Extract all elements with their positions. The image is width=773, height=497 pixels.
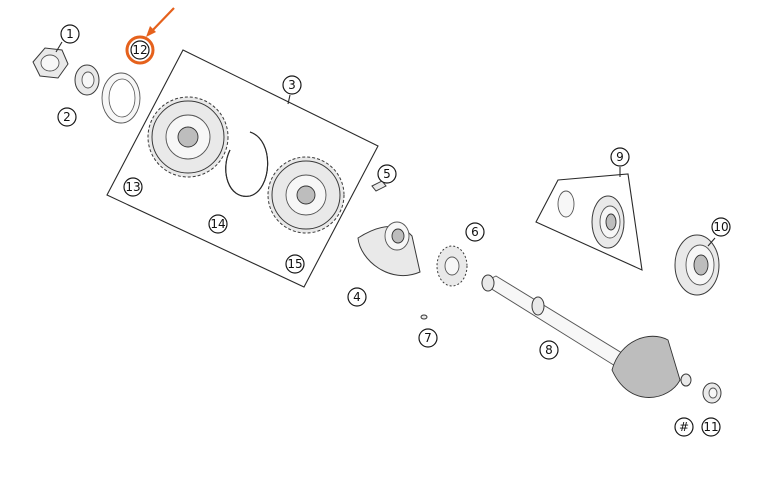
group-outline-3 <box>106 49 379 288</box>
part-small-gear <box>436 245 468 287</box>
svg-text:4: 4 <box>353 290 361 304</box>
arrow-down-left-icon <box>146 7 175 37</box>
callout-11: 11 <box>701 417 721 437</box>
part-key <box>371 180 387 192</box>
callout-6: 6 <box>465 222 485 242</box>
part-thin-ring <box>101 72 141 124</box>
leader-3 <box>287 94 291 105</box>
callout-10: 10 <box>711 217 731 237</box>
svg-text:#: # <box>679 420 689 434</box>
part-spring-ring <box>225 131 269 197</box>
svg-text:12: 12 <box>132 43 147 57</box>
svg-text:9: 9 <box>616 150 624 164</box>
part-washer-small <box>74 64 100 96</box>
callout-3: 3 <box>282 75 302 95</box>
svg-text:1: 1 <box>66 27 74 41</box>
svg-text:10: 10 <box>713 220 728 234</box>
leader-1 <box>55 41 63 53</box>
callout-14: 14 <box>208 214 228 234</box>
callout-13: 13 <box>123 177 143 197</box>
part-hex-nut <box>32 47 69 79</box>
svg-text:2: 2 <box>63 110 71 124</box>
part-washer-tiny <box>702 382 722 404</box>
leader-10 <box>707 237 716 247</box>
part-gear-secondary <box>267 156 345 234</box>
callout-5: 5 <box>377 164 397 184</box>
part-shaft <box>481 274 692 398</box>
callout-15: 15 <box>285 254 305 274</box>
group-outline-9 <box>535 173 643 271</box>
svg-text:11: 11 <box>703 420 718 434</box>
callout-hash: # <box>674 417 694 437</box>
svg-text:6: 6 <box>471 225 479 239</box>
callout-8: 8 <box>539 340 559 360</box>
svg-text:7: 7 <box>424 331 432 345</box>
part-pin <box>420 314 428 320</box>
part-counterweight <box>357 221 421 277</box>
svg-text:3: 3 <box>288 78 296 92</box>
part-gear-large <box>147 96 229 178</box>
callout-2: 2 <box>57 107 77 127</box>
callout-7: 7 <box>418 328 438 348</box>
svg-text:8: 8 <box>545 343 553 357</box>
callout-1: 1 <box>60 24 80 44</box>
callout-12: 12 <box>125 35 155 65</box>
part-bearing-kit <box>557 190 625 249</box>
svg-text:15: 15 <box>287 257 302 271</box>
callout-4: 4 <box>347 287 367 307</box>
part-roller-bearing <box>674 234 720 296</box>
svg-text:5: 5 <box>383 167 391 181</box>
svg-text:14: 14 <box>210 217 225 231</box>
svg-text:13: 13 <box>125 180 140 194</box>
callout-9: 9 <box>610 147 630 167</box>
